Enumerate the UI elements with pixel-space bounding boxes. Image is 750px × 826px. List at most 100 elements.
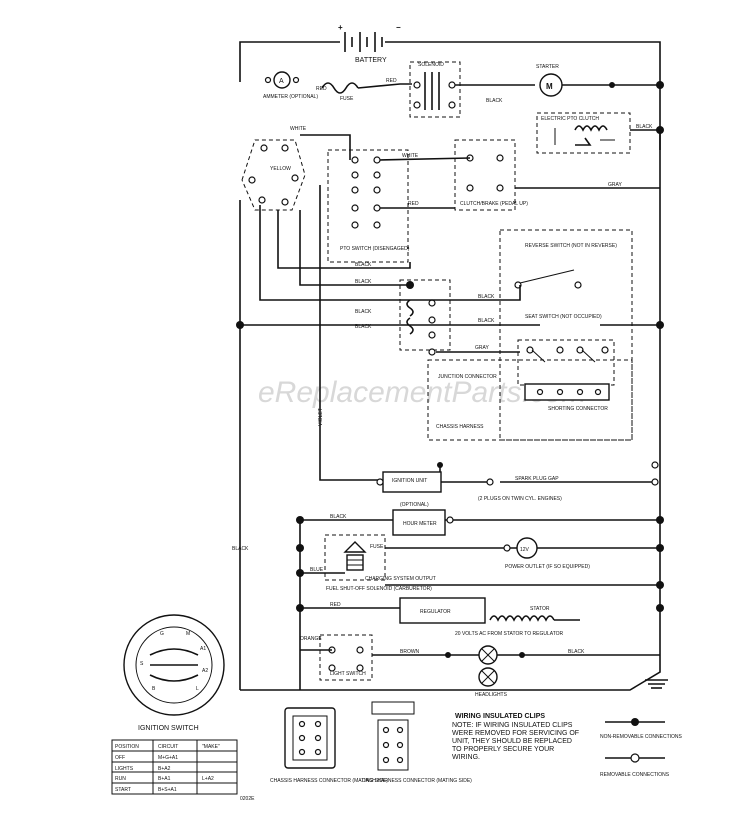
solenoid: SOLENOID BLACK (409, 61, 535, 118)
svg-text:+: + (338, 23, 343, 32)
svg-text:BLUE: BLUE (310, 567, 324, 573)
svg-text:OFF: OFF (115, 755, 125, 761)
svg-text:BLACK: BLACK (355, 324, 372, 330)
svg-text:FUSE: FUSE (370, 544, 384, 550)
ignition-table: POSITION CIRCUIT "MAKE" OFF M+G+A1 LIGHT… (111, 739, 238, 795)
svg-text:RUN: RUN (115, 776, 126, 782)
svg-text:BLACK: BLACK (355, 279, 372, 285)
charging-output-label: CHARGING SYSTEM OUTPUT (365, 576, 436, 582)
ammeter: A AMMETER (OPTIONAL) (263, 71, 318, 100)
svg-text:L: L (196, 686, 199, 692)
svg-text:RED: RED (316, 86, 327, 92)
spark-plug-note: (2 PLUGS ON TWIN CYL. ENGINES) (478, 496, 562, 502)
engine-connector: WHITE YELLOW (241, 126, 307, 211)
svg-text:BLACK: BLACK (355, 309, 372, 315)
ignition-switch: G M S B L A1 A2 IGNITION SWITCH (123, 614, 225, 732)
junction-connector: JUNCTION CONNECTOR (399, 279, 497, 380)
power-outlet: 12V POWER OUTLET (IF SO EQUIPPED) (385, 537, 664, 570)
fuel-shutoff-label: FUEL SHUT-OFF SOLENOID (CARBURETOR) (326, 586, 432, 592)
pto-clutch-label: ELECTRIC PTO CLUTCH (541, 116, 599, 122)
shorting-connector: SHORTING CONNECTOR (524, 383, 610, 412)
svg-text:GRAY: GRAY (475, 345, 489, 351)
svg-text:BLACK: BLACK (355, 262, 372, 268)
svg-text:A2: A2 (202, 668, 208, 674)
diagram-code: 0202E (240, 796, 255, 802)
svg-text:BROWN: BROWN (400, 649, 420, 655)
headlights: BROWN BLACK HEADLIGHTS (372, 645, 660, 698)
connection-legend: NON-REMOVABLE CONNECTIONS REMOVABLE CONN… (600, 718, 683, 778)
chassis-harness-connector-label: CHASSIS HARNESS CONNECTOR (MATING SIDE) (270, 778, 388, 784)
ignition-unit-label: IGNITION UNIT (392, 478, 427, 484)
battery-label: BATTERY (355, 57, 387, 64)
svg-text:A1: A1 (200, 646, 206, 652)
chassis-harness-label: CHASSIS HARNESS (436, 424, 484, 430)
svg-text:BLACK: BLACK (232, 546, 249, 552)
svg-text:POSITION: POSITION (115, 744, 139, 750)
svg-text:M+G+A1: M+G+A1 (158, 755, 178, 761)
svg-text:B: B (152, 686, 156, 692)
svg-text:B+A1: B+A1 (158, 776, 171, 782)
non-removable-label: NON-REMOVABLE CONNECTIONS (600, 734, 683, 740)
light-switch-label: LIGHT SWITCH (330, 671, 366, 677)
svg-text:−: − (396, 23, 401, 32)
pto-switch-label: PTO SWITCH (DISENGAGED) (340, 246, 410, 252)
svg-text:A: A (279, 78, 284, 85)
fuse-label: FUSE (340, 96, 354, 102)
hour-meter-optional: (OPTIONAL) (400, 502, 429, 508)
starter: M STARTER (536, 64, 664, 97)
stator: STATOR 20 VOLTS AC FROM STATOR TO REGULA… (455, 606, 580, 637)
svg-text:BLACK: BLACK (478, 318, 495, 324)
svg-text:BLACK: BLACK (636, 124, 653, 130)
ammeter-label: AMMETER (OPTIONAL) (263, 94, 318, 100)
svg-text:GRAY: GRAY (608, 182, 622, 188)
svg-text:CIRCUIT: CIRCUIT (158, 744, 178, 750)
svg-text:WHITE: WHITE (290, 126, 307, 132)
svg-text:LIGHTS: LIGHTS (115, 766, 134, 772)
reverse-switch-label: REVERSE SWITCH (NOT IN REVERSE) (525, 243, 617, 249)
dash-harness-connector: DASH HARNESS CONNECTOR (MATING SIDE) (362, 701, 472, 784)
chassis-harness-connector: CHASSIS HARNESS CONNECTOR (MATING SIDE) (270, 707, 388, 784)
stator-label: STATOR (530, 606, 550, 612)
wiring-clips-note: WIRING INSULATED CLIPS (455, 713, 545, 720)
svg-text:M: M (546, 82, 553, 91)
svg-text:G: G (160, 631, 164, 637)
regulator: REGULATOR RED (300, 597, 664, 624)
svg-text:BLACK: BLACK (486, 98, 503, 104)
solenoid-label: SOLENOID (418, 62, 444, 68)
spark-plug: SPARK PLUG GAP (2 PLUGS ON TWIN CYL. ENG… (478, 461, 659, 502)
seat-switch-label: SEAT SWITCH (NOT OCCUPIED) (525, 314, 602, 320)
chassis-harness: CHASSIS HARNESS (427, 359, 633, 441)
wiring-clips-title: WIRING INSULATED CLIPS (455, 713, 545, 720)
svg-text:BLACK: BLACK (330, 514, 347, 520)
svg-text:B+S+A1: B+S+A1 (158, 787, 177, 793)
ignition-unit: IGNITION UNIT (376, 462, 490, 493)
power-outlet-label: POWER OUTLET (IF SO EQUIPPED) (505, 564, 590, 570)
svg-text:RED: RED (408, 201, 419, 207)
fuse: RED FUSE RED (316, 78, 412, 102)
hour-meter: (OPTIONAL) HOUR METER BLACK (300, 502, 664, 536)
svg-text:YELLOW: YELLOW (270, 166, 291, 172)
svg-text:B+A2: B+A2 (158, 766, 171, 772)
svg-text:BLACK: BLACK (478, 294, 495, 300)
clutch-brake-switch: CLUTCH/BRAKE (PEDAL UP) GRAY (454, 139, 660, 211)
ground-symbol (240, 650, 668, 691)
clutch-brake-label: CLUTCH/BRAKE (PEDAL UP) (460, 201, 528, 207)
wiring-clips-note-text: NOTE: IF WIRING INSULATED CLIPS WERE REM… (452, 722, 580, 761)
svg-text:S: S (140, 661, 144, 667)
svg-text:BLACK: BLACK (568, 649, 585, 655)
svg-text:M: M (186, 631, 190, 637)
svg-text:RED: RED (386, 78, 397, 84)
svg-text:VIOLET: VIOLET (318, 408, 324, 426)
svg-text:L+A2: L+A2 (202, 776, 214, 782)
svg-text:12V: 12V (520, 547, 530, 553)
svg-text:START: START (115, 787, 131, 793)
dash-harness-connector-label: DASH HARNESS CONNECTOR (MATING SIDE) (362, 778, 472, 784)
starter-label: STARTER (536, 64, 559, 70)
junction-connector-label: JUNCTION CONNECTOR (438, 374, 497, 380)
svg-text:WHITE: WHITE (402, 153, 419, 159)
svg-text:"MAKE": "MAKE" (202, 744, 220, 750)
svg-text:RED: RED (330, 602, 341, 608)
pto-switch: PTO SWITCH (DISENGAGED) (327, 149, 410, 263)
hour-meter-label: HOUR METER (403, 521, 437, 527)
battery: + − BATTERY (239, 23, 661, 150)
